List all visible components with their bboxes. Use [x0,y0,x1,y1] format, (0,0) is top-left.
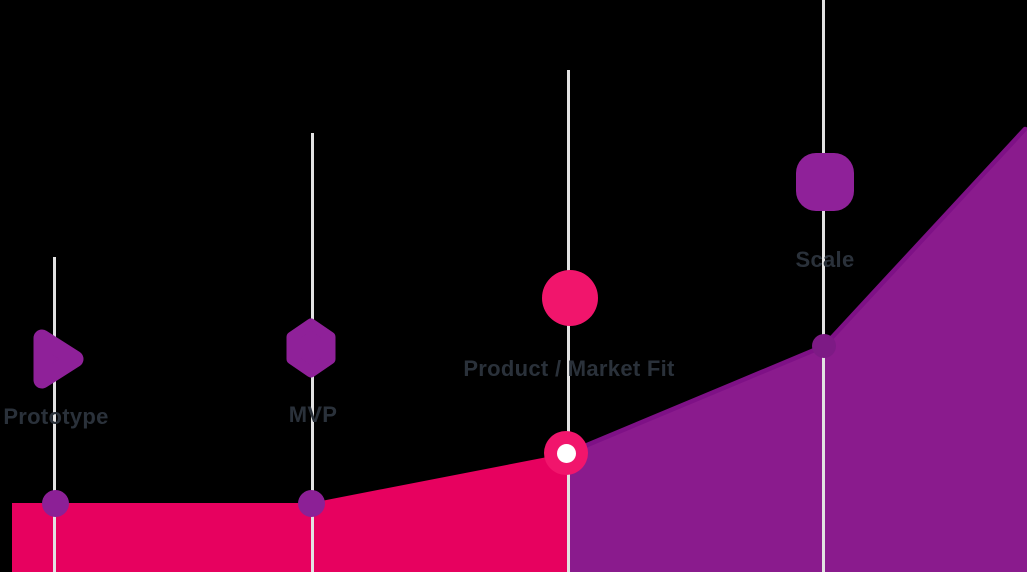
milestone-label-product-market-fit: Product / Market Fit [463,356,675,381]
pre-pmf-area [12,453,568,572]
marker-dot-prototype [41,489,69,517]
milestone-label-mvp: MVP [288,402,338,427]
circle-icon [542,270,598,326]
donut-hole [556,443,576,463]
milestone-label-prototype: Prototype [3,404,109,429]
rounded-square-icon [796,153,854,211]
milestone-line-prototype [52,257,56,572]
marker-dot-scale [812,334,836,358]
milestone-line-scale [822,0,825,572]
marker-dot-mvp [297,489,325,517]
hexagon-icon [286,318,336,378]
post-pmf-area [568,127,1027,572]
play-icon [33,329,84,389]
milestone-label-scale: Scale [795,247,855,272]
marker-donut-product-market-fit [544,431,588,475]
